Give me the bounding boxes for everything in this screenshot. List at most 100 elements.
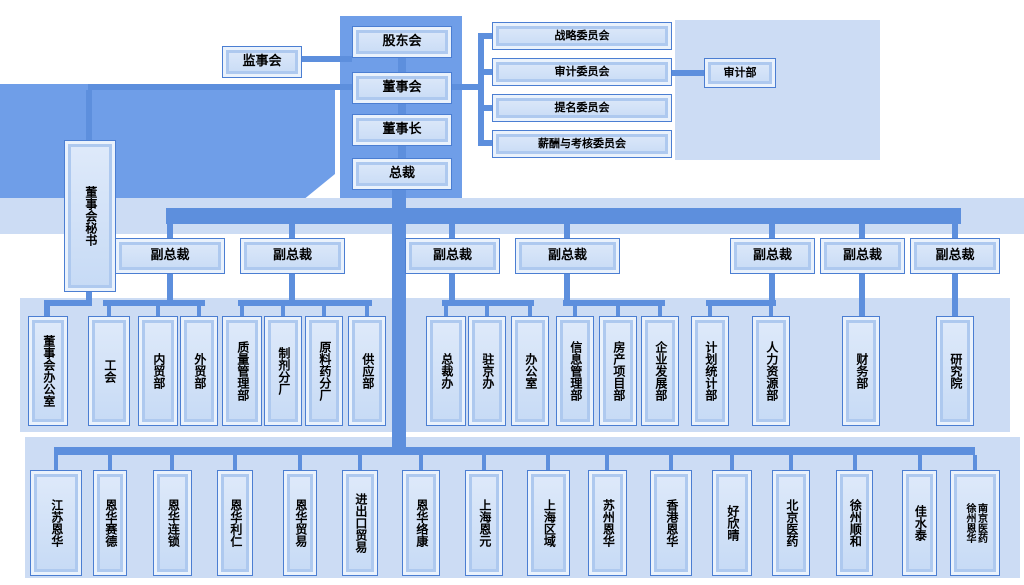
node-subsidiary: 恩华贸易 — [283, 470, 317, 576]
node-subsidiary: 江苏恩华 — [30, 470, 82, 576]
node-subsidiary: 进出口贸易 — [342, 470, 378, 576]
connector-line — [302, 56, 352, 62]
connector-line — [769, 306, 773, 318]
node-dept: 质量管理部 — [222, 316, 262, 426]
node-dept: 总裁办 — [426, 316, 466, 426]
connector-line — [563, 300, 665, 306]
connector-line — [769, 274, 775, 302]
node-dept: 人力资源部 — [752, 316, 790, 426]
connector-line — [952, 224, 958, 238]
node-dept: 办公室 — [511, 316, 549, 426]
connector-line — [398, 104, 406, 116]
connector-line — [365, 306, 369, 318]
connector-line — [564, 224, 570, 238]
connector-line — [706, 300, 776, 306]
connector-line — [444, 306, 448, 318]
connector-line — [452, 84, 482, 90]
connector-line — [478, 140, 492, 146]
node-vice-president: 副总裁 — [405, 238, 500, 274]
connector-line — [398, 58, 406, 74]
connector-line — [859, 274, 865, 318]
node-shareholders-meeting: 股东会 — [352, 26, 452, 58]
node-dept: 制剂分厂 — [264, 316, 302, 426]
connector-trunk — [392, 190, 406, 454]
connector-line — [449, 274, 455, 302]
node-chairman: 董事长 — [352, 114, 452, 146]
connector-line — [44, 306, 50, 318]
connector-line — [398, 146, 406, 160]
connector-line — [669, 455, 673, 470]
node-committee-remuneration: 薪酬与考核委员会 — [492, 130, 672, 158]
connector-line — [103, 300, 205, 306]
node-dept: 信息管理部 — [556, 316, 594, 426]
connector-line — [289, 274, 295, 302]
node-dept: 驻京办 — [468, 316, 506, 426]
connector-line — [167, 274, 173, 302]
connector-line — [853, 455, 857, 470]
connector-line — [658, 306, 662, 318]
node-vice-president: 副总裁 — [730, 238, 815, 274]
connector-line — [859, 224, 865, 238]
connector-line — [240, 306, 244, 318]
node-subsidiary: 苏州恩华 — [588, 470, 627, 576]
node-dept: 财务部 — [842, 316, 880, 426]
node-dept: 房产项目部 — [599, 316, 637, 426]
connector-line — [322, 306, 326, 318]
connector-line — [233, 455, 237, 470]
connector-line — [730, 455, 734, 470]
node-subsidiary: 恩华利仁 — [217, 470, 253, 576]
connector-line — [528, 306, 532, 318]
connector-line — [478, 33, 484, 146]
connector-line — [708, 306, 712, 318]
background-panel — [675, 20, 880, 160]
node-subsidiary: 好欣晴 — [712, 470, 752, 576]
connector-line — [108, 455, 112, 470]
node-subsidiary: 恩华络康 — [402, 470, 440, 576]
connector-line — [54, 455, 58, 470]
node-dept: 外贸部 — [180, 316, 218, 426]
node-dept: 研究院 — [936, 316, 974, 426]
connector-line — [298, 455, 302, 470]
node-vice-president: 副总裁 — [115, 238, 225, 274]
node-board-of-directors: 董事会 — [352, 72, 452, 104]
node-subsidiary: 北京医药 — [772, 470, 810, 576]
node-committee-strategy: 战略委员会 — [492, 22, 672, 50]
connector-line — [485, 306, 489, 318]
connector-line — [616, 306, 620, 318]
connector-line — [478, 105, 492, 111]
node-committee-audit: 审计委员会 — [492, 58, 672, 86]
connector-line — [170, 455, 174, 470]
connector-line — [672, 70, 704, 76]
connector-line — [605, 455, 609, 470]
connector-line — [478, 33, 492, 39]
connector-line — [86, 90, 92, 140]
connector-line — [952, 274, 958, 318]
node-dept: 供应部 — [348, 316, 386, 426]
node-committee-nomination: 提名委员会 — [492, 94, 672, 122]
node-supervisory-board: 监事会 — [222, 46, 302, 78]
node-president: 总裁 — [352, 158, 452, 190]
connector-line — [789, 455, 793, 470]
node-dept: 原料药分厂 — [305, 316, 343, 426]
node-board-secretary: 董事会秘书 — [64, 140, 116, 292]
connector-line — [442, 300, 534, 306]
connector-line — [88, 84, 352, 90]
connector-line — [564, 274, 570, 302]
connector-line — [107, 306, 111, 318]
node-audit-dept: 审计部 — [704, 58, 776, 88]
node-vice-president: 副总裁 — [240, 238, 345, 274]
node-subsidiary: 恩华赛德 — [93, 470, 127, 576]
node-subsidiary: 恩华连锁 — [153, 470, 192, 576]
node-subsidiary: 上海区域 — [527, 470, 570, 576]
connector-line — [482, 455, 486, 470]
connector-line — [449, 224, 455, 238]
connector-line — [573, 306, 577, 318]
node-dept: 企业发展部 — [641, 316, 679, 426]
connector-line — [419, 455, 423, 470]
connector-line — [918, 455, 922, 470]
connector-line — [166, 208, 961, 224]
connector-line — [238, 300, 372, 306]
node-subsidiary: 上海恩元 — [465, 470, 503, 576]
node-vice-president: 副总裁 — [515, 238, 620, 274]
